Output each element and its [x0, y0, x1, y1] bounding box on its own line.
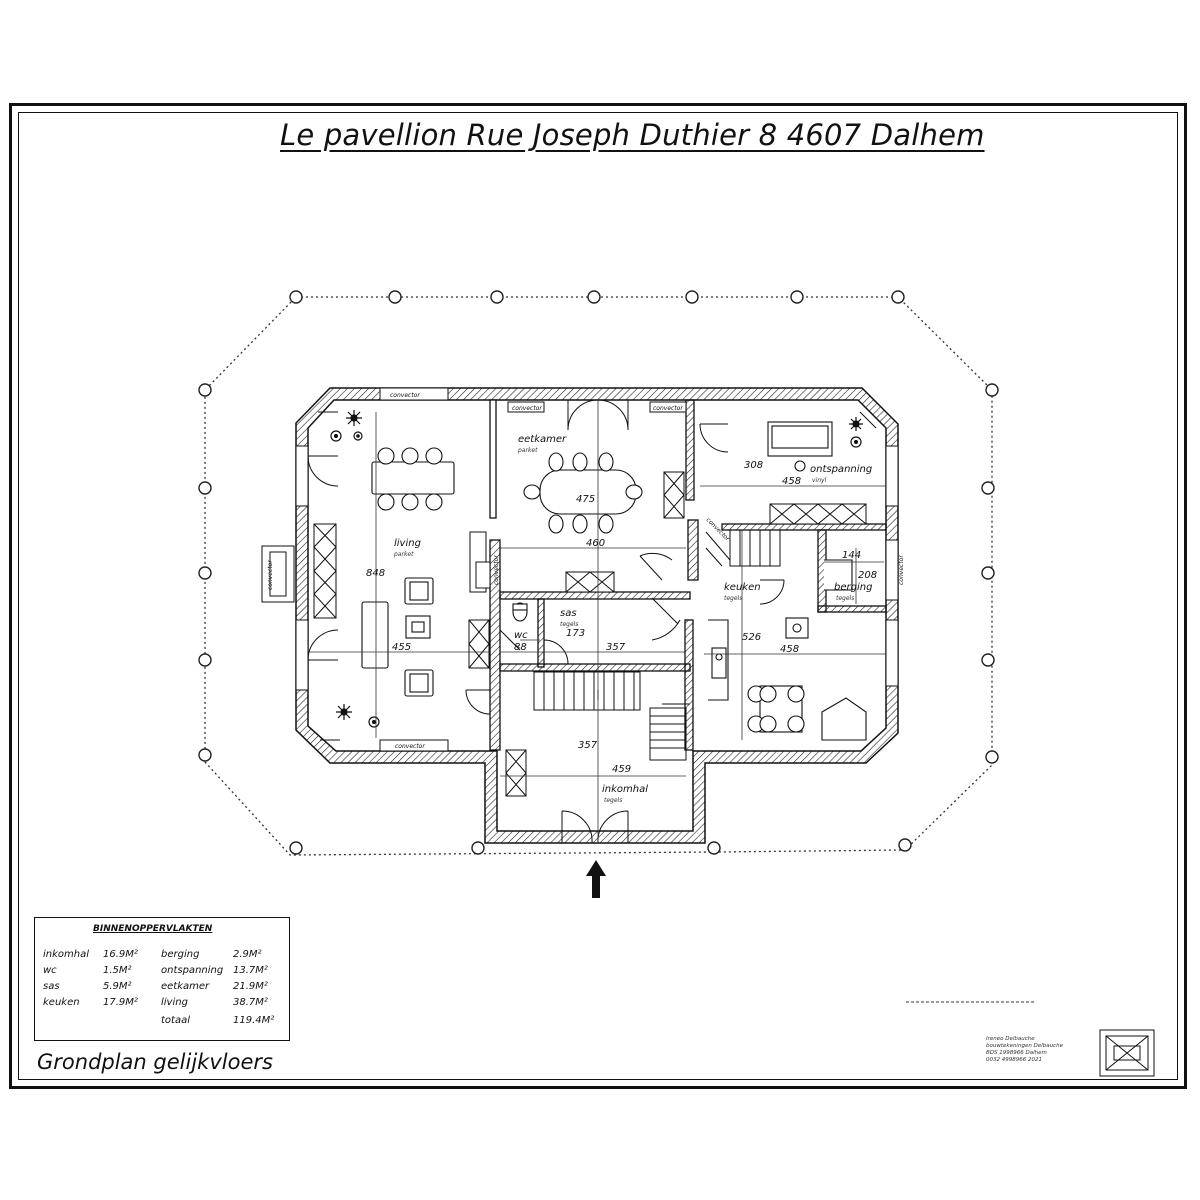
entrance-arrow [586, 860, 606, 898]
dim-ontspanning-width: 458 [782, 476, 801, 487]
legend-area: 38.7M² [233, 997, 268, 1008]
windows [261, 387, 899, 752]
convector-label-left: convector [267, 560, 274, 590]
stamp-line: Ireneo Delbauche [986, 1036, 1035, 1042]
legend-room: living [161, 997, 188, 1008]
legend-area: 21.9M² [233, 981, 268, 992]
room-label-living: living [394, 538, 421, 549]
plant-icons [330, 410, 863, 728]
convector-label-mid: convector [493, 555, 500, 585]
stamp-line: bouwtekeningen Delbauche [986, 1043, 1063, 1049]
convector-label-top-mid: convector [512, 405, 542, 412]
room-floor-eetkamer: parket [517, 447, 538, 454]
legend-room: sas [43, 981, 60, 992]
stamp-line: BDS 1998966 Dalhem [986, 1050, 1047, 1056]
room-floor-ontspanning: vinyl [812, 477, 827, 484]
cabinets [313, 471, 867, 797]
dim-hall-width: 357 [578, 740, 598, 751]
room-floor-sas: tegels [560, 621, 578, 628]
exterior-walls [295, 387, 899, 844]
legend-room: wc [43, 965, 57, 976]
legend-area: 5.9M² [103, 981, 132, 992]
doors [307, 399, 785, 844]
dim-sas-width: 173 [566, 628, 585, 639]
architect-stamp: Ireneo Delbauche bouwtekeningen Delbauch… [986, 1036, 1094, 1064]
boundary-markers [198, 290, 999, 855]
dim-eetkamer-width: 475 [576, 494, 595, 505]
room-label-wc: wc [514, 630, 528, 641]
legend-room: berging [161, 949, 200, 960]
convector-label-keuken: convector [898, 555, 905, 585]
dim-berging-width: 144 [842, 550, 861, 561]
legend-room: inkomhal [43, 949, 90, 960]
logo-mark [1099, 1029, 1155, 1077]
legend-area: 13.7M² [233, 965, 268, 976]
room-labels: living parket eetkamer parket ontspannin… [393, 434, 872, 804]
staircase [533, 529, 781, 761]
legend-room: eetkamer [161, 981, 210, 992]
legend-title: BINNENOPPERVLAKTEN [93, 924, 213, 934]
room-label-keuken: keuken [724, 582, 761, 593]
room-floor-berging: tegels [836, 595, 854, 602]
legend-area: 2.9M² [233, 949, 262, 960]
room-floor-living: parket [393, 551, 414, 558]
dimension-values: 848 455 475 460 308 458 144 208 526 458 … [366, 460, 877, 775]
room-label-eetkamer: eetkamer [518, 434, 567, 445]
room-label-ontspanning: ontspanning [810, 464, 872, 475]
legend-area: 16.9M² [103, 949, 138, 960]
dimension-lines [308, 400, 886, 843]
area-legend: BINNENOPPERVLAKTEN inkomhal 16.9M² wc 1.… [34, 917, 290, 1041]
legend-room: keuken [43, 997, 80, 1008]
dim-keuken-length: 526 [742, 632, 761, 643]
convector-label-top-left: convector [390, 392, 420, 399]
dim-living-width: 455 [392, 642, 411, 653]
legend-total-label: totaal [161, 1015, 190, 1026]
dim-keuken-width: 458 [780, 644, 799, 655]
plot-boundary [204, 296, 993, 856]
drawing-border-outer [9, 103, 1187, 1089]
dim-sas-length: 357 [606, 642, 626, 653]
legend-total-area: 119.4M² [233, 1015, 275, 1026]
dim-wc-width: 88 [514, 642, 527, 653]
wall-chamfers [318, 411, 877, 741]
dim-ontspanning-depth: 308 [744, 460, 763, 471]
dim-living-length: 848 [366, 568, 385, 579]
legend-area: 17.9M² [103, 997, 138, 1008]
interior-walls [489, 399, 887, 751]
dim-eetkamer-length: 460 [586, 538, 605, 549]
drawing-title: Le pavellion Rue Joseph Duthier 8 4607 D… [280, 118, 985, 152]
dim-hall-length: 459 [612, 764, 631, 775]
dim-berging-length: 208 [858, 570, 877, 581]
room-label-berging: berging [834, 582, 872, 593]
drawing-subtitle: Grondplan gelijkvloers [37, 1050, 273, 1074]
convector-label-bottom: convector [395, 743, 425, 750]
legend-room: ontspanning [161, 965, 224, 976]
room-floor-keuken: tegels [724, 595, 742, 602]
room-label-sas: sas [560, 608, 577, 619]
legend-area: 1.5M² [103, 965, 132, 976]
stamp-line: 0032 4998966 2021 [986, 1057, 1042, 1063]
furniture [361, 421, 867, 741]
convector-label-top-right: convector [653, 405, 683, 412]
room-floor-inkomhal: tegels [604, 797, 622, 804]
room-label-inkomhal: inkomhal [602, 784, 648, 795]
drawing-border-inner [18, 112, 1178, 1080]
